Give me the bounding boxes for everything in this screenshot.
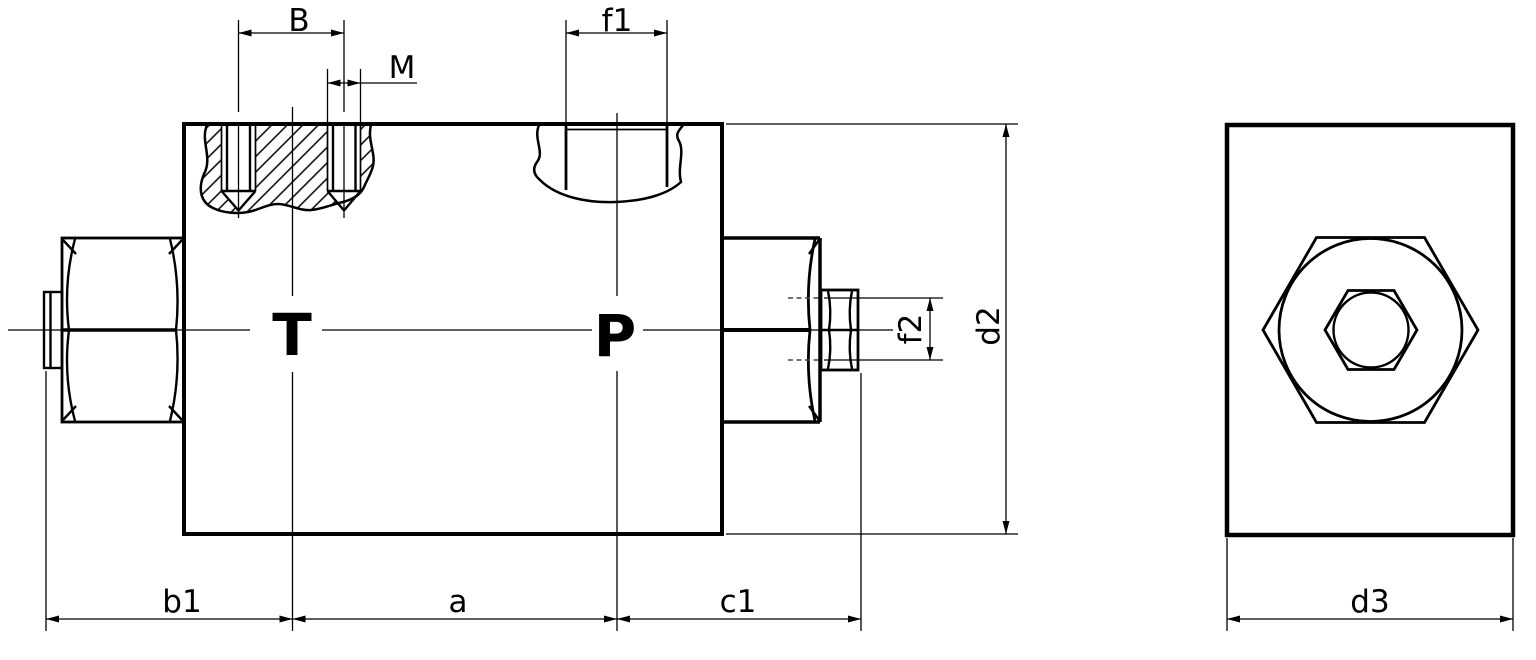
front-view bbox=[42, 122, 860, 536]
break-line-left bbox=[199, 123, 375, 215]
side-view bbox=[1224, 122, 1516, 538]
p-port-cavity bbox=[532, 123, 685, 204]
dim-label-d2: d2 bbox=[971, 306, 1007, 345]
dimension-M: M bbox=[326, 50, 417, 123]
dimension-chain-bottom: b1 a c1 bbox=[45, 371, 862, 631]
dim-label-a: a bbox=[449, 584, 468, 620]
dimension-B: B bbox=[237, 3, 345, 112]
side-view-body-outline bbox=[1224, 122, 1516, 538]
dimension-f2: f2 bbox=[824, 297, 943, 361]
dim-label-c1: c1 bbox=[720, 584, 757, 620]
dimension-f1: f1 bbox=[565, 3, 668, 124]
dim-label-B: B bbox=[288, 3, 309, 39]
port-label-T: T bbox=[272, 301, 312, 369]
p-port-break-line bbox=[532, 123, 685, 204]
port-label-P: P bbox=[594, 302, 637, 370]
dimension-d2: d2 bbox=[726, 123, 1018, 535]
dim-label-f1: f1 bbox=[602, 3, 633, 39]
dim-label-M: M bbox=[389, 50, 416, 86]
large-chamfer-circle bbox=[1277, 237, 1464, 423]
large-hexagon bbox=[1261, 236, 1480, 424]
dim-label-b1: b1 bbox=[162, 584, 201, 620]
dim-label-d3: d3 bbox=[1350, 584, 1389, 620]
section-breakout-hatched bbox=[199, 123, 375, 215]
small-chamfer-circle bbox=[1332, 291, 1410, 369]
small-hexagon bbox=[1323, 289, 1419, 371]
tapped-hole-left bbox=[220, 125, 257, 212]
dimension-d3: d3 bbox=[1226, 538, 1514, 631]
dim-label-f2: f2 bbox=[893, 314, 929, 345]
centerlines bbox=[8, 107, 893, 631]
